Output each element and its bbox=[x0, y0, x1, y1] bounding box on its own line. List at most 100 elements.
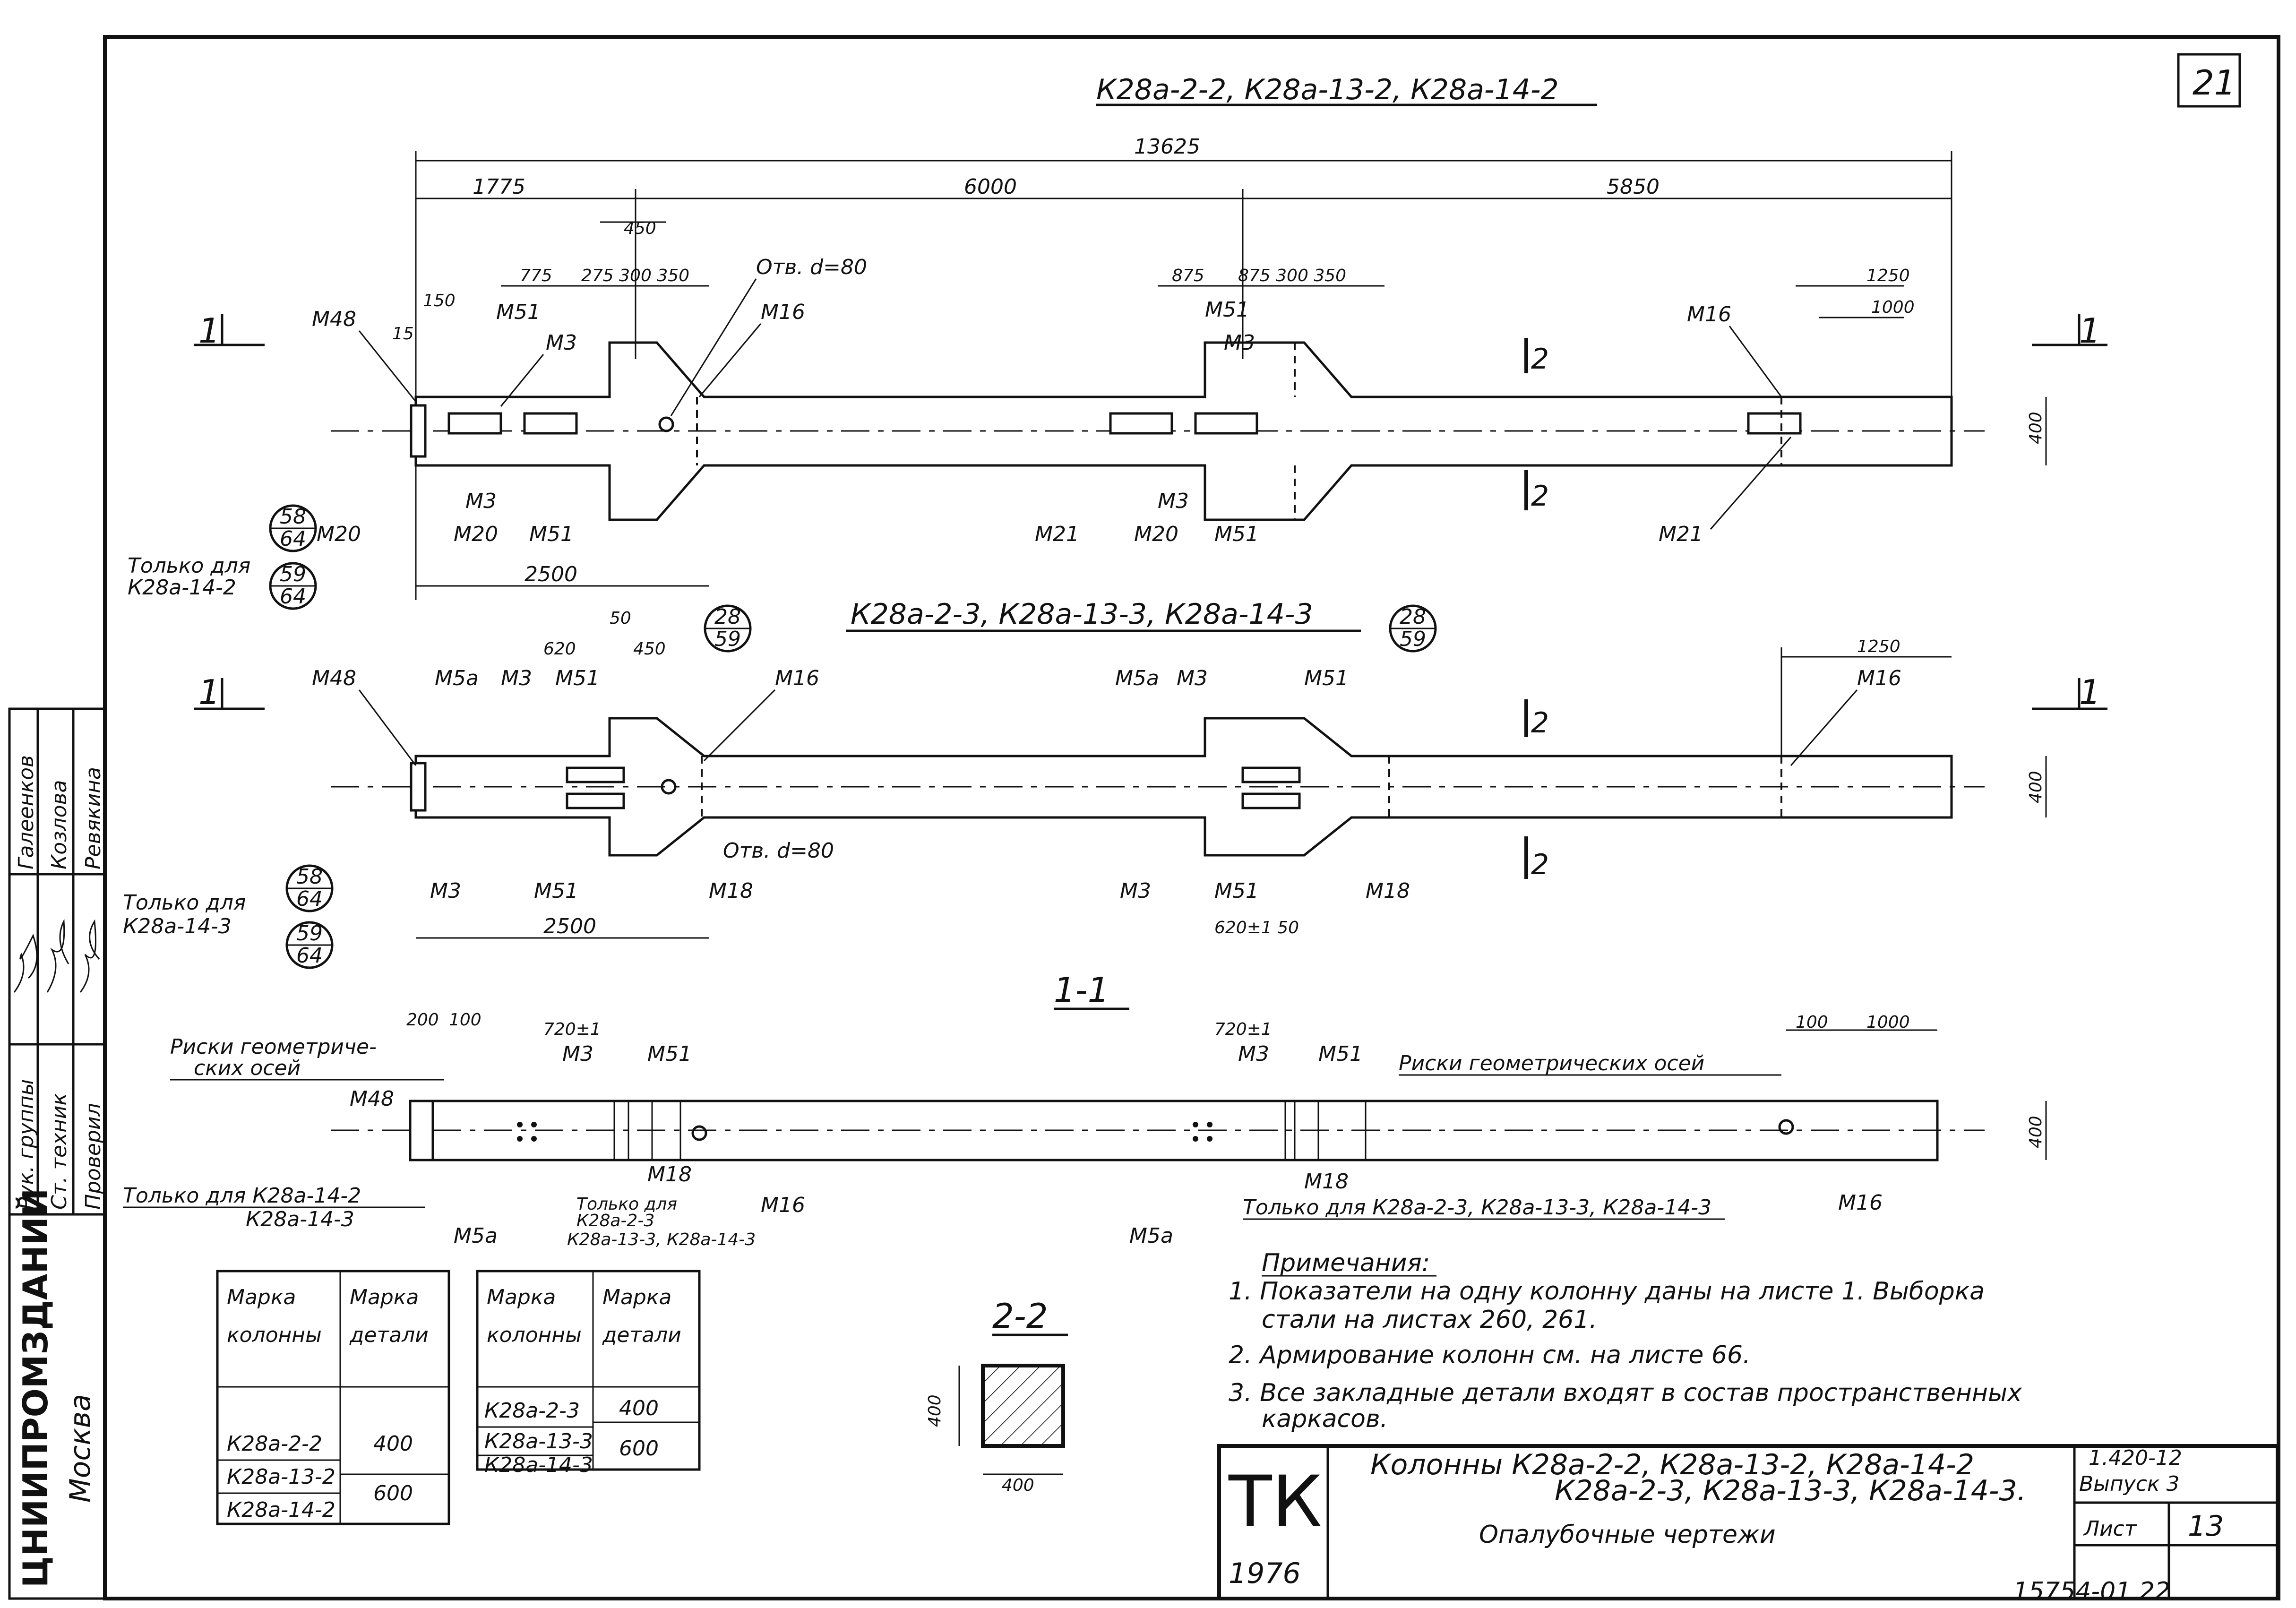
label-m51-v1c: М51 bbox=[529, 522, 574, 546]
label-m51-v1d: М51 bbox=[1214, 522, 1259, 546]
dim-775: 775 bbox=[520, 266, 552, 285]
label-m3-v2a: М3 bbox=[501, 666, 532, 690]
dim-100-s11b: 100 bbox=[1796, 1013, 1828, 1032]
dim-1250-v2: 1250 bbox=[1857, 637, 1900, 656]
t1-head-col2-line1: Марка bbox=[350, 1285, 419, 1309]
label-m5a-s11b: М5а bbox=[1129, 1224, 1173, 1248]
title-block-sheet-label: Лист bbox=[2083, 1517, 2137, 1541]
dim-2500-v2: 2500 bbox=[543, 914, 596, 938]
only-for-s11-left-2: К28а-14-3 bbox=[246, 1207, 354, 1231]
t1-row1-part: 400 bbox=[373, 1432, 413, 1456]
label-m16-s11a: М16 bbox=[761, 1193, 805, 1217]
label-m18-s11b: М18 bbox=[1304, 1169, 1349, 1194]
t2-row1-mark: К28а-2-3 bbox=[484, 1399, 580, 1423]
title-block-code: ТК bbox=[1228, 1461, 1322, 1543]
axes-marks-right: Риски геометрических осей bbox=[1399, 1051, 1704, 1075]
label-m51-v1b: М51 bbox=[1205, 298, 1249, 322]
dim-620-50-v2: 620±1 50 bbox=[1214, 918, 1299, 937]
label-m20-v1c: М20 bbox=[1134, 522, 1178, 546]
t1-head-col1-line1: Марка bbox=[227, 1285, 296, 1309]
label-m3-s11a: М3 bbox=[562, 1042, 593, 1066]
note-1-line2: стали на листах 260, 261. bbox=[1262, 1306, 1597, 1334]
bubble-64b: 64 bbox=[280, 585, 306, 609]
dim-13625: 13625 bbox=[1134, 135, 1200, 159]
dim-400-s22h: 400 bbox=[1002, 1476, 1034, 1495]
title-block-year: 1976 bbox=[1229, 1557, 1301, 1590]
label-m21-v1b: М21 bbox=[1659, 522, 1703, 546]
note-3-line1: 3. Все закладные детали входят в состав … bbox=[1229, 1379, 2022, 1407]
bubble-59-v2: 59 bbox=[296, 921, 323, 946]
label-hole-v1: Отв. d=80 bbox=[756, 255, 867, 279]
view2-column bbox=[331, 717, 1985, 857]
title-block-title-line1: Колонны К28а-2-2, К28а-13-2, К28а-14-2 bbox=[1370, 1448, 1974, 1481]
label-m16-v2a: М16 bbox=[775, 666, 819, 690]
only-for-v1-line2: К28а-14-2 bbox=[128, 576, 236, 600]
label-m16-v1a: М16 bbox=[761, 300, 805, 324]
signature-2 bbox=[46, 919, 69, 993]
dim-400-s11: 400 bbox=[2026, 1116, 2046, 1148]
note-2: 2. Армирование колонн см. на листе 66. bbox=[1229, 1341, 1751, 1369]
title-block-series: 1.420-12 bbox=[2089, 1446, 2182, 1470]
label-m3-v1b: М3 bbox=[1224, 331, 1255, 355]
dim-275-300-350: 275 300 350 bbox=[581, 266, 689, 285]
only-for-v1-line1: Только для bbox=[128, 554, 250, 578]
label-m16-s11b: М16 bbox=[1838, 1191, 1883, 1215]
label-m3-v2d: М3 bbox=[1120, 879, 1151, 903]
bubble-58: 58 bbox=[280, 505, 306, 529]
t2-head-col1-line2: колонны bbox=[487, 1323, 582, 1347]
section-mark-1-right-v2: 1 bbox=[2079, 672, 2101, 712]
t2-head-col2-line2: детали bbox=[602, 1323, 681, 1347]
label-m51-v2b: М51 bbox=[1304, 666, 1349, 690]
only-for-v2-line2: К28а-14-3 bbox=[123, 914, 232, 938]
bubble-28b: 28 bbox=[714, 605, 741, 629]
only-for-s11-right: Только для К28а-2-3, К28а-13-3, К28а-14-… bbox=[1243, 1195, 1711, 1220]
t2-row3-mark: К28а-14-3 bbox=[484, 1453, 593, 1477]
label-m51-v1a: М51 bbox=[496, 300, 541, 324]
title-block-sheet-value: 13 bbox=[2188, 1510, 2224, 1543]
bubble-64-v2b: 64 bbox=[296, 944, 323, 968]
label-m20-v1a: М20 bbox=[317, 522, 361, 546]
t1-row2-mark: К28а-13-2 bbox=[227, 1465, 335, 1489]
note-1-line1: 1. Показатели на одну колонну даны на ли… bbox=[1229, 1277, 1985, 1306]
label-m51-v2a: М51 bbox=[555, 666, 600, 690]
section-mark-2-top-v1: 2 bbox=[1531, 343, 1549, 376]
label-m5a-v2a: М5а bbox=[435, 666, 479, 690]
label-m51-s11b: М51 bbox=[1318, 1042, 1363, 1066]
stamp-name-3: Ревякина bbox=[81, 767, 105, 869]
label-m21-v1a: М21 bbox=[1035, 522, 1079, 546]
dim-400-v1: 400 bbox=[2026, 412, 2046, 444]
label-m51-v2d: М51 bbox=[1214, 879, 1259, 903]
notes-heading: Примечания: bbox=[1262, 1249, 1430, 1277]
label-m48-s11: М48 bbox=[350, 1087, 394, 1111]
dim-6000: 6000 bbox=[964, 175, 1017, 199]
label-m3-v1a: М3 bbox=[546, 331, 577, 355]
t1-row23-part: 600 bbox=[373, 1481, 413, 1505]
stamp-name-1: Галеенков bbox=[14, 755, 38, 869]
section-mark-2-top-v2: 2 bbox=[1531, 706, 1549, 740]
section-mark-2-bottom-v1: 2 bbox=[1531, 480, 1549, 513]
section-1-1-title: 1-1 bbox=[1054, 970, 1109, 1010]
label-m16-v2b: М16 bbox=[1857, 666, 1901, 690]
label-hole-v2: Отв. d=80 bbox=[723, 839, 834, 863]
title-block-title-line2: К28а-2-3, К28а-13-3, К28а-14-3. bbox=[1555, 1474, 2026, 1507]
note-3-line2: каркасов. bbox=[1262, 1405, 1388, 1433]
axes-marks-left-1: Риски геометриче- bbox=[170, 1035, 377, 1059]
table-1: Марка колонны Марка детали К28а-2-2 400 … bbox=[216, 1270, 450, 1525]
label-m5a-s11a: М5а bbox=[454, 1224, 498, 1248]
section-mark-1-left-v2: 1 bbox=[198, 672, 220, 712]
only-for-s11-mid-2: К28а-2-3 bbox=[576, 1211, 654, 1230]
view1-title: К28а-2-2, К28а-13-2, К28а-14-2 bbox=[1096, 73, 1559, 106]
section-2-2-title: 2-2 bbox=[992, 1296, 1048, 1336]
dim-875-300-350: 875 300 350 bbox=[1238, 266, 1346, 285]
t1-row3-mark: К28а-14-2 bbox=[227, 1498, 335, 1522]
view1-column bbox=[331, 341, 1985, 521]
table-2: Марка колонны Марка детали К28а-2-3 400 … bbox=[476, 1270, 701, 1477]
dim-100-s11: 100 bbox=[449, 1010, 482, 1030]
bubble-58-v2: 58 bbox=[296, 865, 323, 889]
label-m3-s11b: М3 bbox=[1238, 1042, 1269, 1066]
label-m18-v2b: М18 bbox=[1366, 879, 1410, 903]
organization-name: ЦНИИПРОМЗДАНИЙ bbox=[16, 1188, 55, 1588]
title-block-subtitle: Опалубочные чертежи bbox=[1479, 1521, 1776, 1549]
only-for-s11-mid-1: Только для bbox=[576, 1195, 677, 1214]
